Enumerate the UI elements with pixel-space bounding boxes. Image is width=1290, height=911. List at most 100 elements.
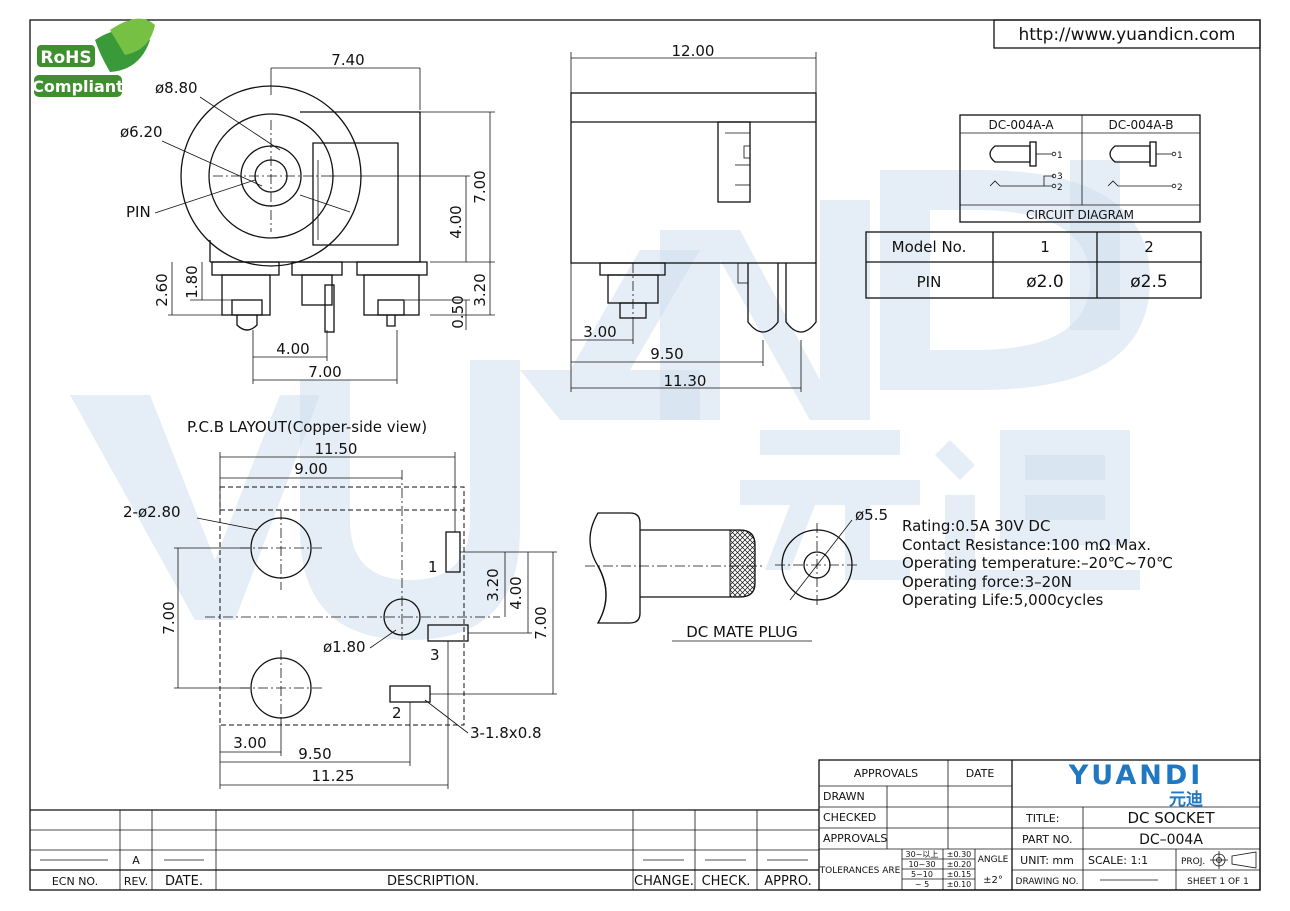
spec-temperature: Operating temperature:–20℃~70℃ bbox=[902, 554, 1173, 572]
circuit-b-pin2: 2 bbox=[1177, 183, 1183, 193]
circuit-col-a: DC-004A-A bbox=[988, 118, 1054, 132]
spec-force: Operating force:3–20N bbox=[902, 573, 1072, 591]
dim-bottom-4-00: 4.00 bbox=[276, 340, 309, 358]
dim-inner-diameter: ø6.20 bbox=[120, 123, 163, 141]
compliant-text: Compliant bbox=[32, 77, 124, 96]
url-text: http://www.yuandicn.com bbox=[1018, 25, 1235, 45]
tb-angle-value: ±2° bbox=[983, 875, 1003, 886]
side-view: 12.00 3.00 9.50 11.30 bbox=[570, 42, 817, 392]
pcb-layout: P.C.B LAYOUT(Copper-side view) 1 3 2 bbox=[123, 418, 557, 789]
front-view: 7.40 ø8.80 ø6.20 PIN 7.00 4.00 2.60 1.80… bbox=[120, 51, 495, 384]
rev-description: DESCRIPTION. bbox=[387, 874, 479, 889]
tb-tol-range-0: 30~以上 bbox=[906, 850, 939, 859]
pcb-dim-7-00-right: 7.00 bbox=[532, 606, 550, 639]
pcb-dim-7-00-left: 7.00 bbox=[160, 601, 178, 634]
pcb-dim-9-50: 9.50 bbox=[298, 745, 331, 763]
tb-checked: CHECKED bbox=[823, 811, 876, 824]
plug-diameter: ø5.5 bbox=[855, 506, 888, 524]
dim-side-11-30: 11.30 bbox=[664, 372, 707, 390]
tb-logo: YUANDI bbox=[1068, 760, 1204, 791]
pcb-dim-11-50: 11.50 bbox=[315, 440, 358, 458]
sheet-border bbox=[29, 19, 1261, 891]
plug-caption: DC MATE PLUG bbox=[686, 623, 798, 641]
tb-drawn: DRAWN bbox=[823, 790, 865, 803]
tb-scale: SCALE: 1:1 bbox=[1088, 854, 1148, 867]
dim-2-60: 2.60 bbox=[153, 273, 171, 306]
circuit-diagram: DC-004A-A DC-004A-B CIRCUIT DIAGRAM 1 3 … bbox=[959, 114, 1201, 223]
circuit-a-pin1: 1 bbox=[1057, 151, 1063, 161]
circuit-b-pin1: 1 bbox=[1177, 151, 1183, 161]
model-cell-2: ø2.5 bbox=[1130, 272, 1167, 292]
model-header-1: 1 bbox=[1040, 238, 1050, 256]
tb-tol-value-2: ±0.15 bbox=[947, 870, 972, 879]
dim-outer-diameter: ø8.80 bbox=[155, 79, 198, 97]
url-box bbox=[993, 19, 1261, 49]
tb-tol-value-3: ±0.10 bbox=[947, 880, 972, 889]
rev-appro: APPRO. bbox=[764, 874, 811, 889]
circuit-a-pin3: 3 bbox=[1057, 172, 1063, 182]
tb-date-head: DATE bbox=[966, 767, 995, 780]
spec-rating: Rating:0.5A 30V DC bbox=[902, 517, 1050, 535]
dim-3-20: 3.20 bbox=[471, 273, 489, 306]
tb-angle: ANGLE bbox=[978, 855, 1009, 865]
tb-tol-value-1: ±0.20 bbox=[947, 860, 972, 869]
dim-side-width: 12.00 bbox=[672, 42, 715, 60]
model-table: Model No. 1 2 PIN ø2.0 ø2.5 bbox=[865, 231, 1202, 299]
tb-tol-value-0: ±0.30 bbox=[947, 850, 972, 859]
tb-tolerances: TOLERANCES ARE bbox=[819, 866, 901, 876]
dim-width-7-40: 7.40 bbox=[331, 51, 364, 69]
pcb-title: P.C.B LAYOUT(Copper-side view) bbox=[187, 418, 427, 436]
pcb-dim-11-25: 11.25 bbox=[312, 767, 355, 785]
spec-life: Operating Life:5,000cycles bbox=[902, 591, 1104, 609]
pcb-dim-3-20: 3.20 bbox=[484, 568, 502, 601]
tb-approvals: APPROVALS bbox=[823, 832, 887, 845]
specifications: Rating:0.5A 30V DC Contact Resistance:10… bbox=[902, 517, 1173, 609]
rohs-text: RoHS bbox=[40, 48, 91, 68]
pcb-holes: 2-ø2.80 bbox=[123, 503, 181, 521]
tb-logo-cjk: 元迪 bbox=[1169, 789, 1203, 810]
revision-block: A ECN NO. REV. DATE. DESCRIPTION. CHANGE… bbox=[30, 809, 819, 890]
tb-part-label: PART NO. bbox=[1022, 833, 1072, 846]
pcb-dim-4-00: 4.00 bbox=[507, 576, 525, 609]
model-cell-1: ø2.0 bbox=[1026, 272, 1063, 292]
circuit-col-b: DC-004A-B bbox=[1109, 118, 1174, 132]
rohs-logo: RoHS Compliant bbox=[32, 18, 155, 99]
rev-date: DATE. bbox=[165, 874, 203, 889]
rev-check: CHECK. bbox=[702, 874, 751, 889]
dim-height-4-00: 4.00 bbox=[447, 205, 465, 238]
tb-proj: PROJ. bbox=[1181, 857, 1205, 867]
tb-tol-range-1: 10~30 bbox=[908, 860, 935, 869]
rev-rev: REV. bbox=[124, 875, 148, 888]
dim-1-80: 1.80 bbox=[183, 265, 201, 298]
tb-unit: UNIT: mm bbox=[1020, 854, 1074, 867]
rev-value: A bbox=[132, 854, 140, 867]
dc-mate-plug: ø5.5 DC MATE PLUG bbox=[585, 506, 888, 642]
dim-side-9-50: 9.50 bbox=[650, 345, 683, 363]
dim-0-50: 0.50 bbox=[449, 295, 467, 328]
spec-contact-resistance: Contact Resistance:100 mΩ Max. bbox=[902, 536, 1151, 554]
model-cell-pin: PIN bbox=[917, 273, 942, 291]
rev-ecn: ECN NO. bbox=[52, 875, 98, 888]
watermark bbox=[70, 160, 1150, 640]
tb-approvals-head: APPROVALS bbox=[854, 767, 918, 780]
tb-tol-range-3: ~ 5 bbox=[915, 880, 929, 889]
projection-symbol bbox=[1210, 851, 1257, 869]
tb-sheet: SHEET 1 OF 1 bbox=[1187, 877, 1249, 887]
pcb-dim-3-00: 3.00 bbox=[233, 734, 266, 752]
tb-drawing-no: DRAWING NO. bbox=[1016, 877, 1079, 887]
model-header-2: 2 bbox=[1144, 238, 1154, 256]
tb-part-value: DC–004A bbox=[1139, 832, 1203, 848]
pcb-slots: 3-1.8x0.8 bbox=[470, 724, 542, 742]
title-block: APPROVALS DATE DRAWN CHECKED APPROVALS Y… bbox=[818, 759, 1261, 891]
tb-title-label: TITLE: bbox=[1025, 812, 1059, 825]
tb-tol-range-2: 5~10 bbox=[911, 870, 933, 879]
pcb-dim-9-00: 9.00 bbox=[294, 460, 327, 478]
circuit-caption: CIRCUIT DIAGRAM bbox=[1026, 208, 1134, 222]
dim-bottom-7-00: 7.00 bbox=[308, 363, 341, 381]
label-pin: PIN bbox=[126, 203, 151, 221]
pcb-pad-1: 1 bbox=[428, 558, 438, 576]
rev-change: CHANGE. bbox=[634, 874, 694, 889]
model-header-0: Model No. bbox=[892, 238, 967, 256]
pcb-hole-small: ø1.80 bbox=[323, 638, 366, 656]
